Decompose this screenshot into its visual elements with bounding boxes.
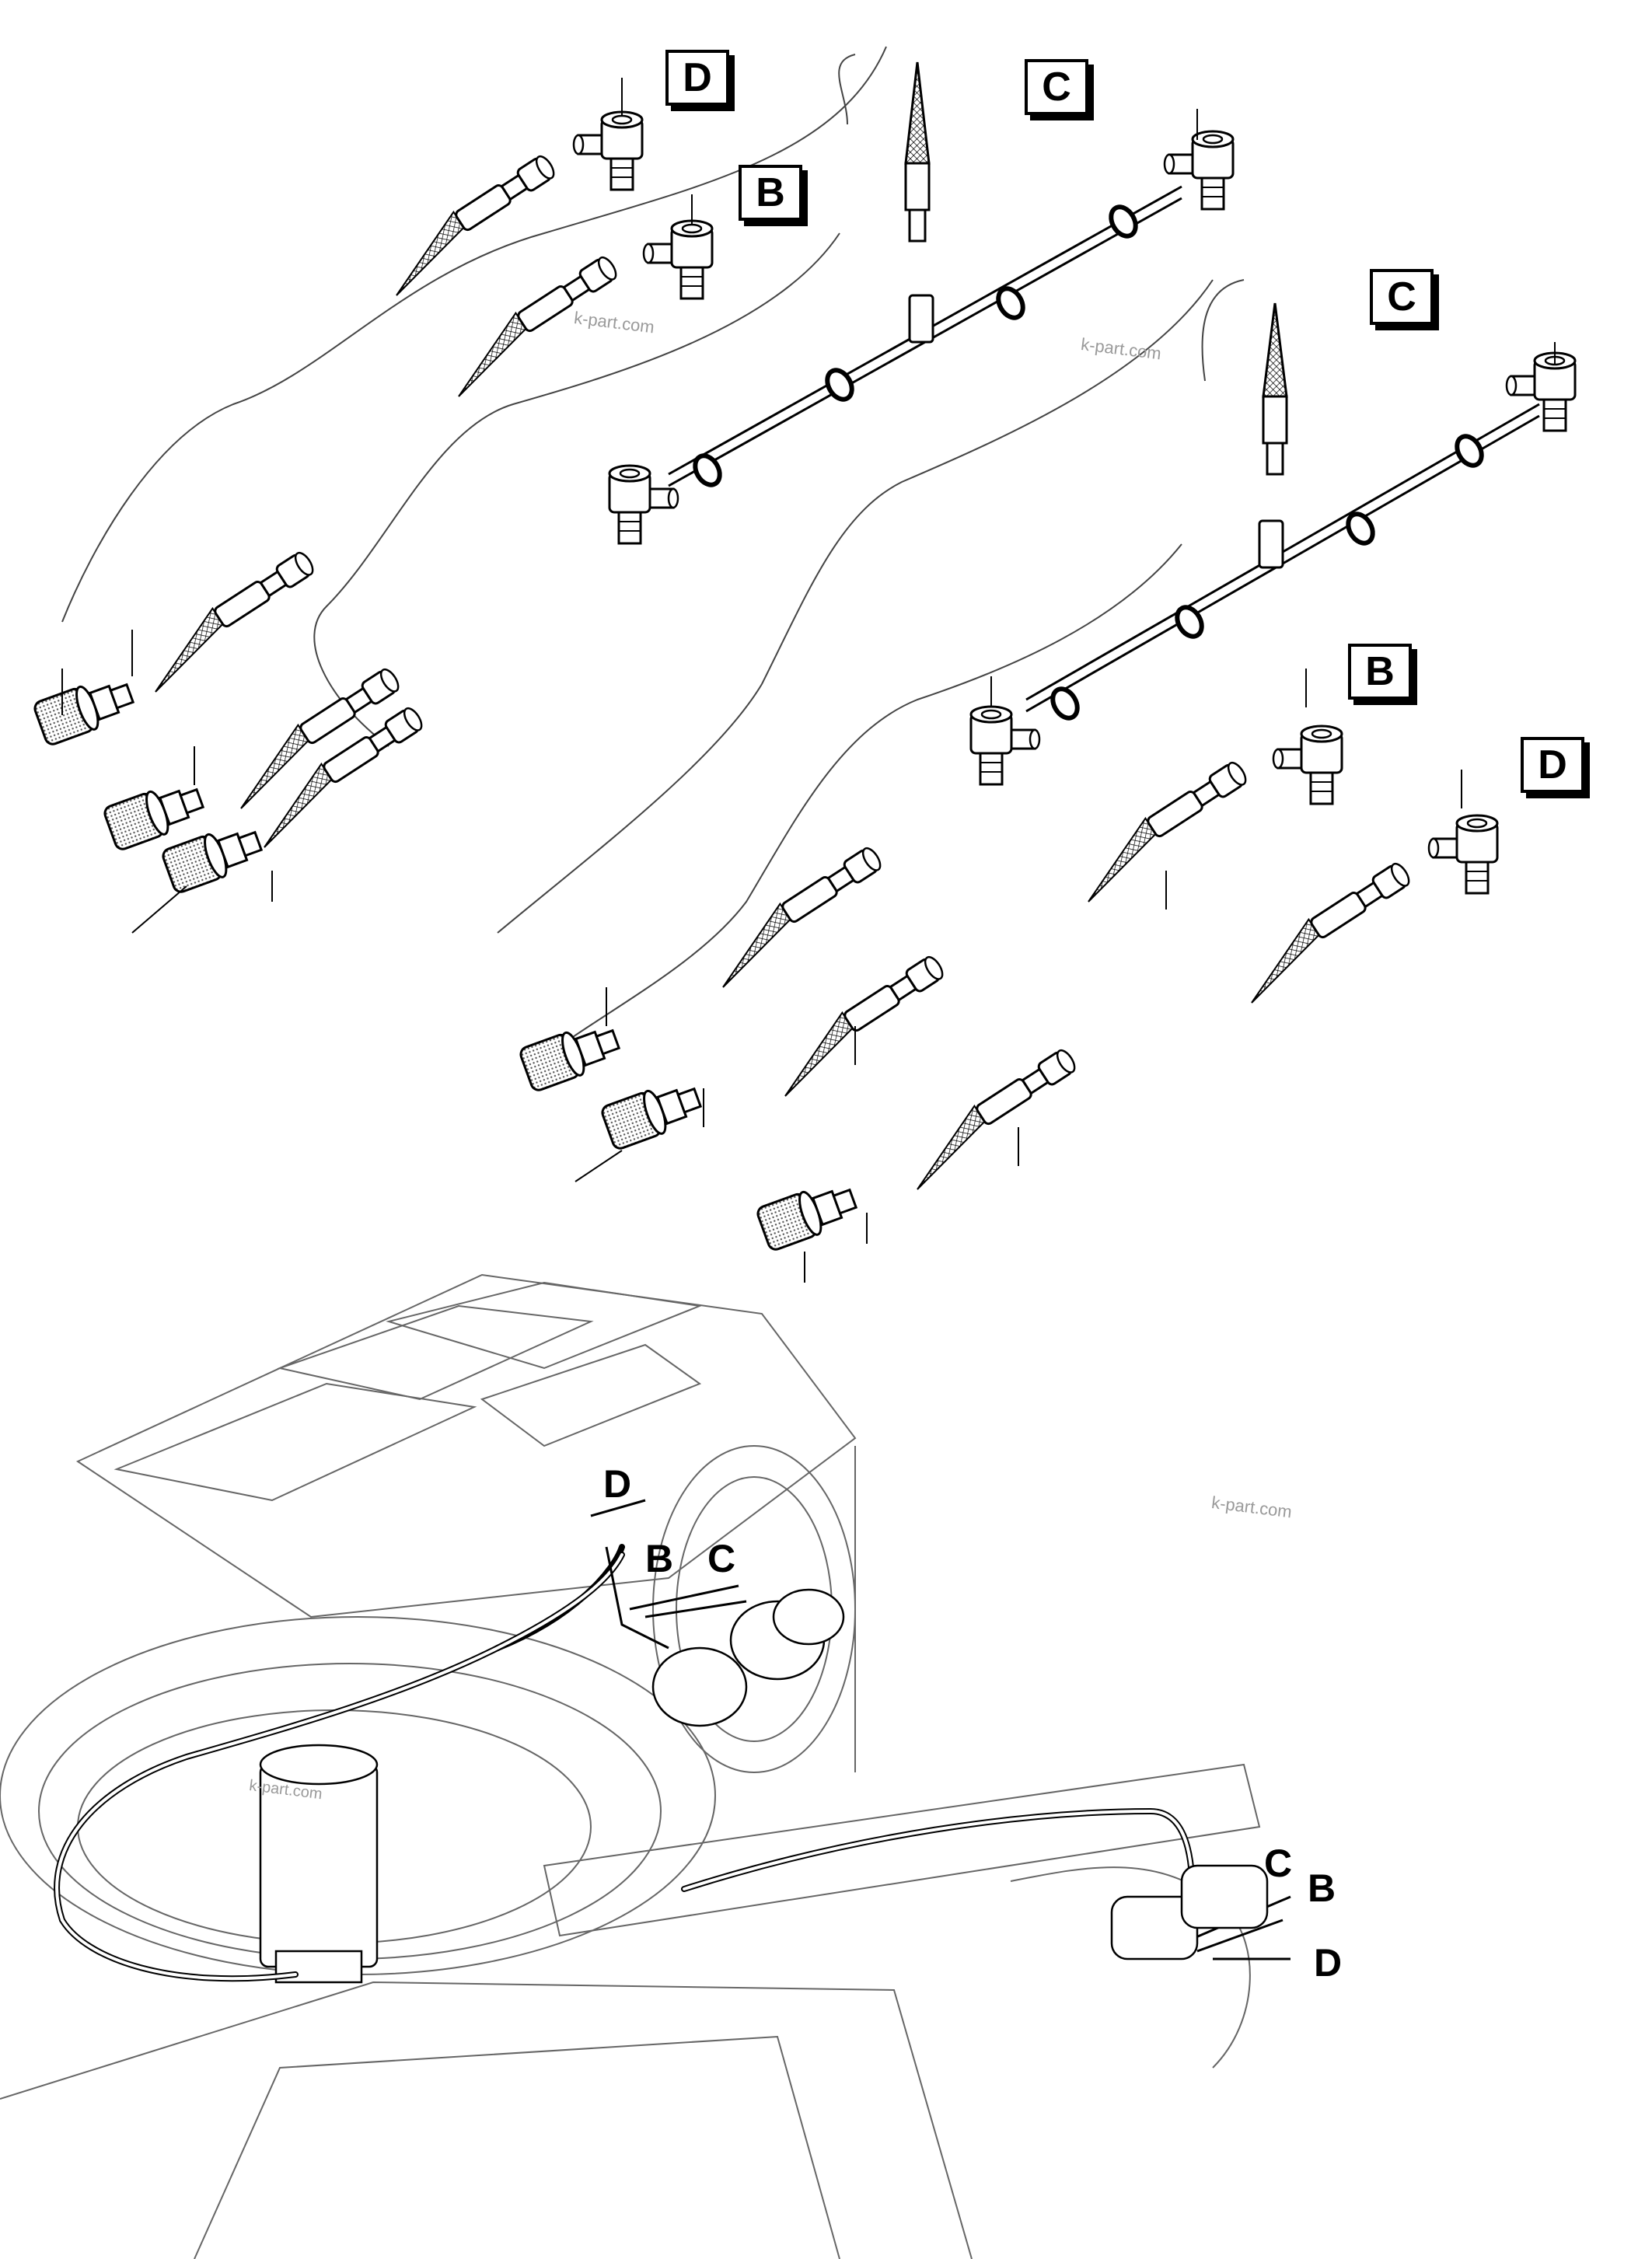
label-b-bottom: B bbox=[645, 1537, 674, 1580]
installation-view bbox=[0, 1273, 1261, 2259]
label-c-bottom-right: C bbox=[1264, 1842, 1293, 1885]
label-b-right: B bbox=[1348, 644, 1412, 700]
label-b-bottom-right: B bbox=[1308, 1866, 1336, 1910]
label-c-right: C bbox=[1370, 269, 1434, 325]
label-d-bottom: D bbox=[603, 1462, 632, 1506]
label-d-top-left: D bbox=[665, 50, 729, 106]
label-d-bottom-right: D bbox=[1314, 1941, 1343, 1985]
label-c-top: C bbox=[1025, 59, 1088, 115]
label-b-top-left: B bbox=[739, 165, 802, 221]
label-c-bottom: C bbox=[707, 1537, 736, 1580]
label-d-right: D bbox=[1521, 737, 1584, 793]
